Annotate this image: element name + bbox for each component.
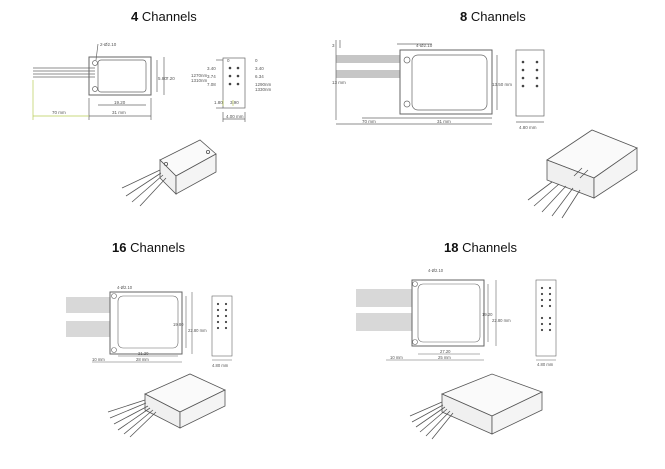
pin-d1: 3.40: [255, 66, 264, 71]
dim-len-total: 31 mm: [112, 110, 126, 115]
dim-w1: 1.80: [214, 100, 223, 105]
pin-c: 3.74: [207, 74, 216, 79]
dim-len-total: 25 mm: [438, 355, 451, 360]
dim-height: 13.50 mm: [492, 82, 512, 87]
panel-title: 16 Channels: [112, 240, 185, 255]
dim-h2: 7.20: [166, 76, 175, 81]
drawing-16-channels: 4-Ø2.10 10 mm 21.20 28 mm 19.80 22.80 mm…: [66, 285, 233, 438]
dim-len-total: 31 mm: [437, 119, 451, 124]
dim-width: 4.80 mm: [212, 363, 229, 368]
dim-hole: 4-Ø2.10: [117, 285, 133, 290]
dim-width: 4.80 mm: [519, 125, 537, 130]
panel-title: 4 Channels: [131, 9, 197, 24]
dim-len-fiber: 70 mm: [52, 110, 66, 115]
dim-h2: 22.80 mm: [492, 318, 511, 323]
dim-len-fiber: 70 mm: [362, 119, 376, 124]
pin-d2: 6.34: [255, 74, 264, 79]
dim-len-body: 27.20: [440, 349, 451, 354]
channel-word: Channels: [130, 240, 186, 255]
channel-count: 4: [131, 9, 139, 24]
pin-e: 0: [255, 58, 258, 63]
wl-1: 1270nm: [191, 73, 208, 78]
channel-count: 16: [112, 240, 127, 255]
dim-hole: 2-Ø2.10: [100, 42, 117, 47]
dim-len-body: 19.20: [114, 100, 126, 105]
channel-word: Channels: [141, 9, 197, 24]
wl-4: 1330nm: [255, 87, 272, 92]
dim-h1: 19.20: [482, 312, 493, 317]
dim-h2: 22.80 mm: [188, 328, 207, 333]
dim-h1: 19.80: [173, 322, 184, 327]
dim-len-fiber: 10 mm: [92, 357, 105, 362]
dim-h1: 5.80: [158, 76, 167, 81]
dim-len-fiber: 10 mm: [390, 355, 403, 360]
pin-d: 7.08: [207, 82, 216, 87]
panel-4-channels: 4 Channels: [0, 0, 332, 234]
wl-2: 1310nm: [191, 78, 208, 83]
dim-len-total: 28 mm: [136, 357, 149, 362]
dim-left-h: 13 mm: [332, 80, 346, 85]
dim-w2: 3.90: [230, 100, 239, 105]
dim-top: 3: [332, 43, 335, 48]
dim-w-total: 4.00 mm: [226, 114, 244, 119]
pin-b: 3.40: [207, 66, 216, 71]
drawing-8-channels: 4-Ø2.10 70 mm 31 mm 13.50 mm 13 mm 4.80 …: [332, 40, 638, 219]
channel-word: Channels: [462, 240, 518, 255]
panel-title: 8 Channels: [460, 9, 526, 24]
channel-word: Channels: [470, 9, 526, 24]
dim-len-body: 21.20: [138, 351, 149, 356]
channel-count: 8: [460, 9, 468, 24]
drawing-4-channels: 2-Ø2.10 19.20 31 mm 70 mm 5.80 7.20 0 3.…: [32, 42, 272, 207]
dim-width: 4.80 mm: [537, 362, 554, 367]
dim-hole: 4-Ø2.10: [428, 268, 444, 273]
channel-count: 18: [444, 240, 459, 255]
dim-hole: 4-Ø2.10: [416, 43, 433, 48]
panel-16-channels: 16 Channels: [0, 234, 332, 469]
drawing-18-channels: 4-Ø2.10 10 mm 27.20 25 mm 19.20 22.80 mm…: [356, 268, 557, 440]
panel-title: 18 Channels: [444, 240, 517, 255]
pin-a: 0: [227, 58, 230, 63]
panel-18-channels: 18 Channels: [332, 234, 665, 469]
panel-8-channels: 8 Channels: [332, 0, 665, 234]
wl-3: 1290nm: [255, 82, 272, 87]
